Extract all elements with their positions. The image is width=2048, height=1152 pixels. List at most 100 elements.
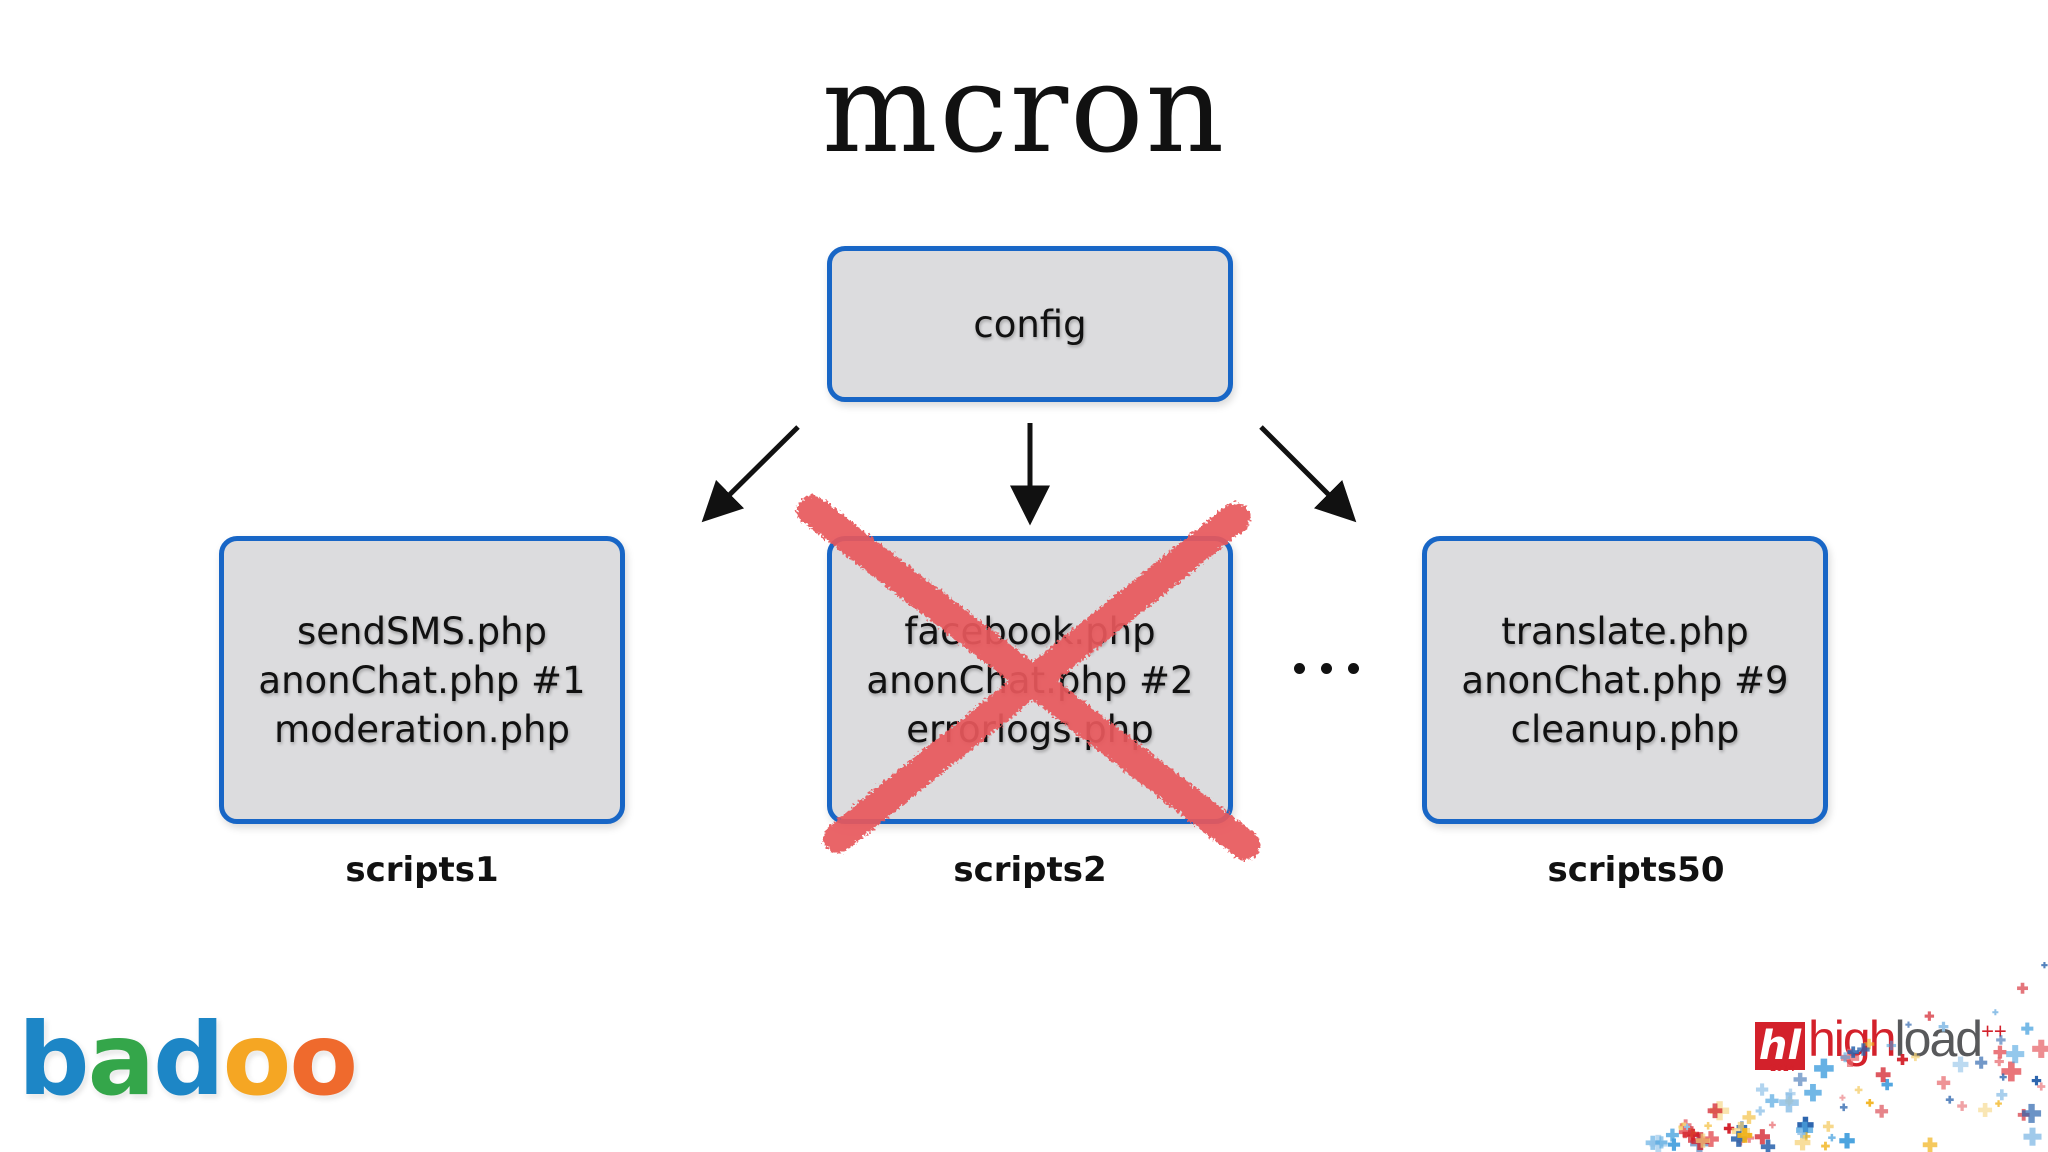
plus-glyph [1704, 1121, 1712, 1130]
ellipsis-dot [1348, 663, 1359, 674]
plus-glyph [1865, 1098, 1874, 1107]
script-line: anonChat.php #1 [258, 658, 586, 702]
plus-glyph [1801, 1132, 1811, 1141]
plus-glyph [1779, 1092, 1799, 1113]
plus-glyph [1684, 1123, 1691, 1130]
plus-glyph [1992, 1009, 1999, 1016]
plus-glyph [1804, 1083, 1822, 1102]
wordmark-load: load [1894, 1011, 1984, 1067]
scripts50-box: translate.php anonChat.php #9 cleanup.ph… [1422, 536, 1828, 824]
script-line: translate.php [1501, 609, 1749, 653]
plus-glyph [1839, 1133, 1855, 1149]
config-label: config [973, 302, 1087, 346]
cross-out-mark [797, 495, 1260, 860]
plus-glyph [1936, 1076, 1951, 1090]
plus-glyph [1731, 1121, 1751, 1141]
plus-glyph [1896, 1053, 1908, 1066]
plus-glyph [2041, 961, 2048, 969]
plus-glyph [1797, 1129, 1806, 1138]
logo-letter: o [289, 1001, 358, 1118]
plus-glyph [1755, 1083, 1769, 1096]
plus-glyph [1742, 1110, 1756, 1124]
script-line: anonChat.php #9 [1461, 658, 1789, 702]
plus-glyph [1847, 1046, 1859, 1058]
plus-glyph [1755, 1106, 1765, 1116]
plus-glyph [1839, 1094, 1846, 1101]
plus-glyph [1794, 1134, 1811, 1151]
arrow-to-scripts50 [1259, 425, 1357, 523]
highload-mark: hl [1755, 1022, 1805, 1070]
plus-glyph [1863, 1038, 1875, 1050]
slide-title: mcron [821, 38, 1227, 180]
plus-glyph [1978, 1102, 1993, 1117]
script-line: cleanup.php [1510, 707, 1740, 751]
plus-glyph [1857, 1043, 1870, 1056]
plus-glyph [2023, 1127, 2042, 1146]
plus-glyph [2031, 1075, 2042, 1086]
plus-glyph [2021, 1022, 2034, 1035]
plus-glyph [1999, 1073, 2007, 1081]
plus-glyph [1667, 1138, 1681, 1151]
script-line: sendSMS.php [296, 609, 548, 653]
scripts50-label: scripts50 [1547, 850, 1725, 890]
plus-glyph [2037, 1082, 2046, 1091]
plus-glyph [2017, 982, 2028, 994]
plus-glyph [1723, 1123, 1735, 1134]
plus-glyph [1695, 1133, 1711, 1148]
plus-glyph [2022, 1103, 2042, 1123]
plus-glyph [1922, 1137, 1938, 1152]
plus-glyph [1945, 1095, 1954, 1104]
plus-glyph [1854, 1086, 1863, 1094]
plus-glyph [1737, 1127, 1753, 1143]
plus-glyph [1765, 1094, 1779, 1108]
plus-glyph [1875, 1067, 1891, 1083]
plus-glyph [1996, 1035, 2006, 1045]
plus-glyph [1760, 1139, 1776, 1152]
plus-glyph [1821, 1141, 1830, 1151]
plus-glyph [2006, 1045, 2025, 1064]
plus-glyph [1886, 1040, 1897, 1051]
scripts1-label: scripts1 [345, 850, 499, 890]
plus-glyph [1924, 1011, 1935, 1021]
plus-glyph [1840, 1052, 1851, 1063]
logo-letter: o [222, 1001, 292, 1118]
plus-glyph [1911, 1052, 1920, 1062]
logo-letter: a [87, 1001, 155, 1118]
scripts2-label: scripts2 [953, 850, 1107, 890]
highload-year: 2014 [1770, 1064, 1796, 1074]
plus-glyph [1754, 1129, 1770, 1145]
plus-glyph [1768, 1121, 1776, 1129]
plus-glyph [1793, 1072, 1807, 1087]
plus-glyph [1957, 1101, 1968, 1111]
config-box: config [827, 246, 1233, 402]
plus-glyph [1881, 1078, 1893, 1091]
plus-glyph [1952, 1056, 1969, 1073]
plus-glyph [1730, 1131, 1747, 1147]
badoo-logo: badoo [18, 1010, 358, 1110]
plus-glyph [1994, 1056, 2004, 1067]
script-line: moderation.php [274, 707, 570, 751]
logo-letter: b [18, 1001, 90, 1118]
plus-glyph [2001, 1061, 2022, 1082]
plus-glyph [1655, 1136, 1668, 1149]
plus-glyph [1993, 1045, 2007, 1059]
plus-glyph [1875, 1104, 1889, 1118]
plus-glyph [2032, 1039, 2048, 1058]
plus-glyph [1703, 1131, 1719, 1147]
plus-glyph [1839, 1103, 1848, 1112]
plus-glyph [1975, 1056, 1988, 1069]
highload-wordmark: highload++ [1808, 1010, 2007, 1068]
plus-glyph [1814, 1058, 1834, 1079]
ellipsis-dot [1294, 663, 1305, 674]
plus-glyph [1995, 1100, 2002, 1107]
plus-glyph [1996, 1089, 2008, 1101]
scripts1-box: sendSMS.php anonChat.php #1 moderation.p… [219, 536, 625, 824]
plus-glyph [1822, 1121, 1834, 1132]
plus-glyph [1905, 1021, 1912, 1028]
plus-glyph [1796, 1121, 1814, 1139]
arrow-to-scripts1 [701, 425, 800, 523]
logo-letter: d [153, 1001, 225, 1118]
